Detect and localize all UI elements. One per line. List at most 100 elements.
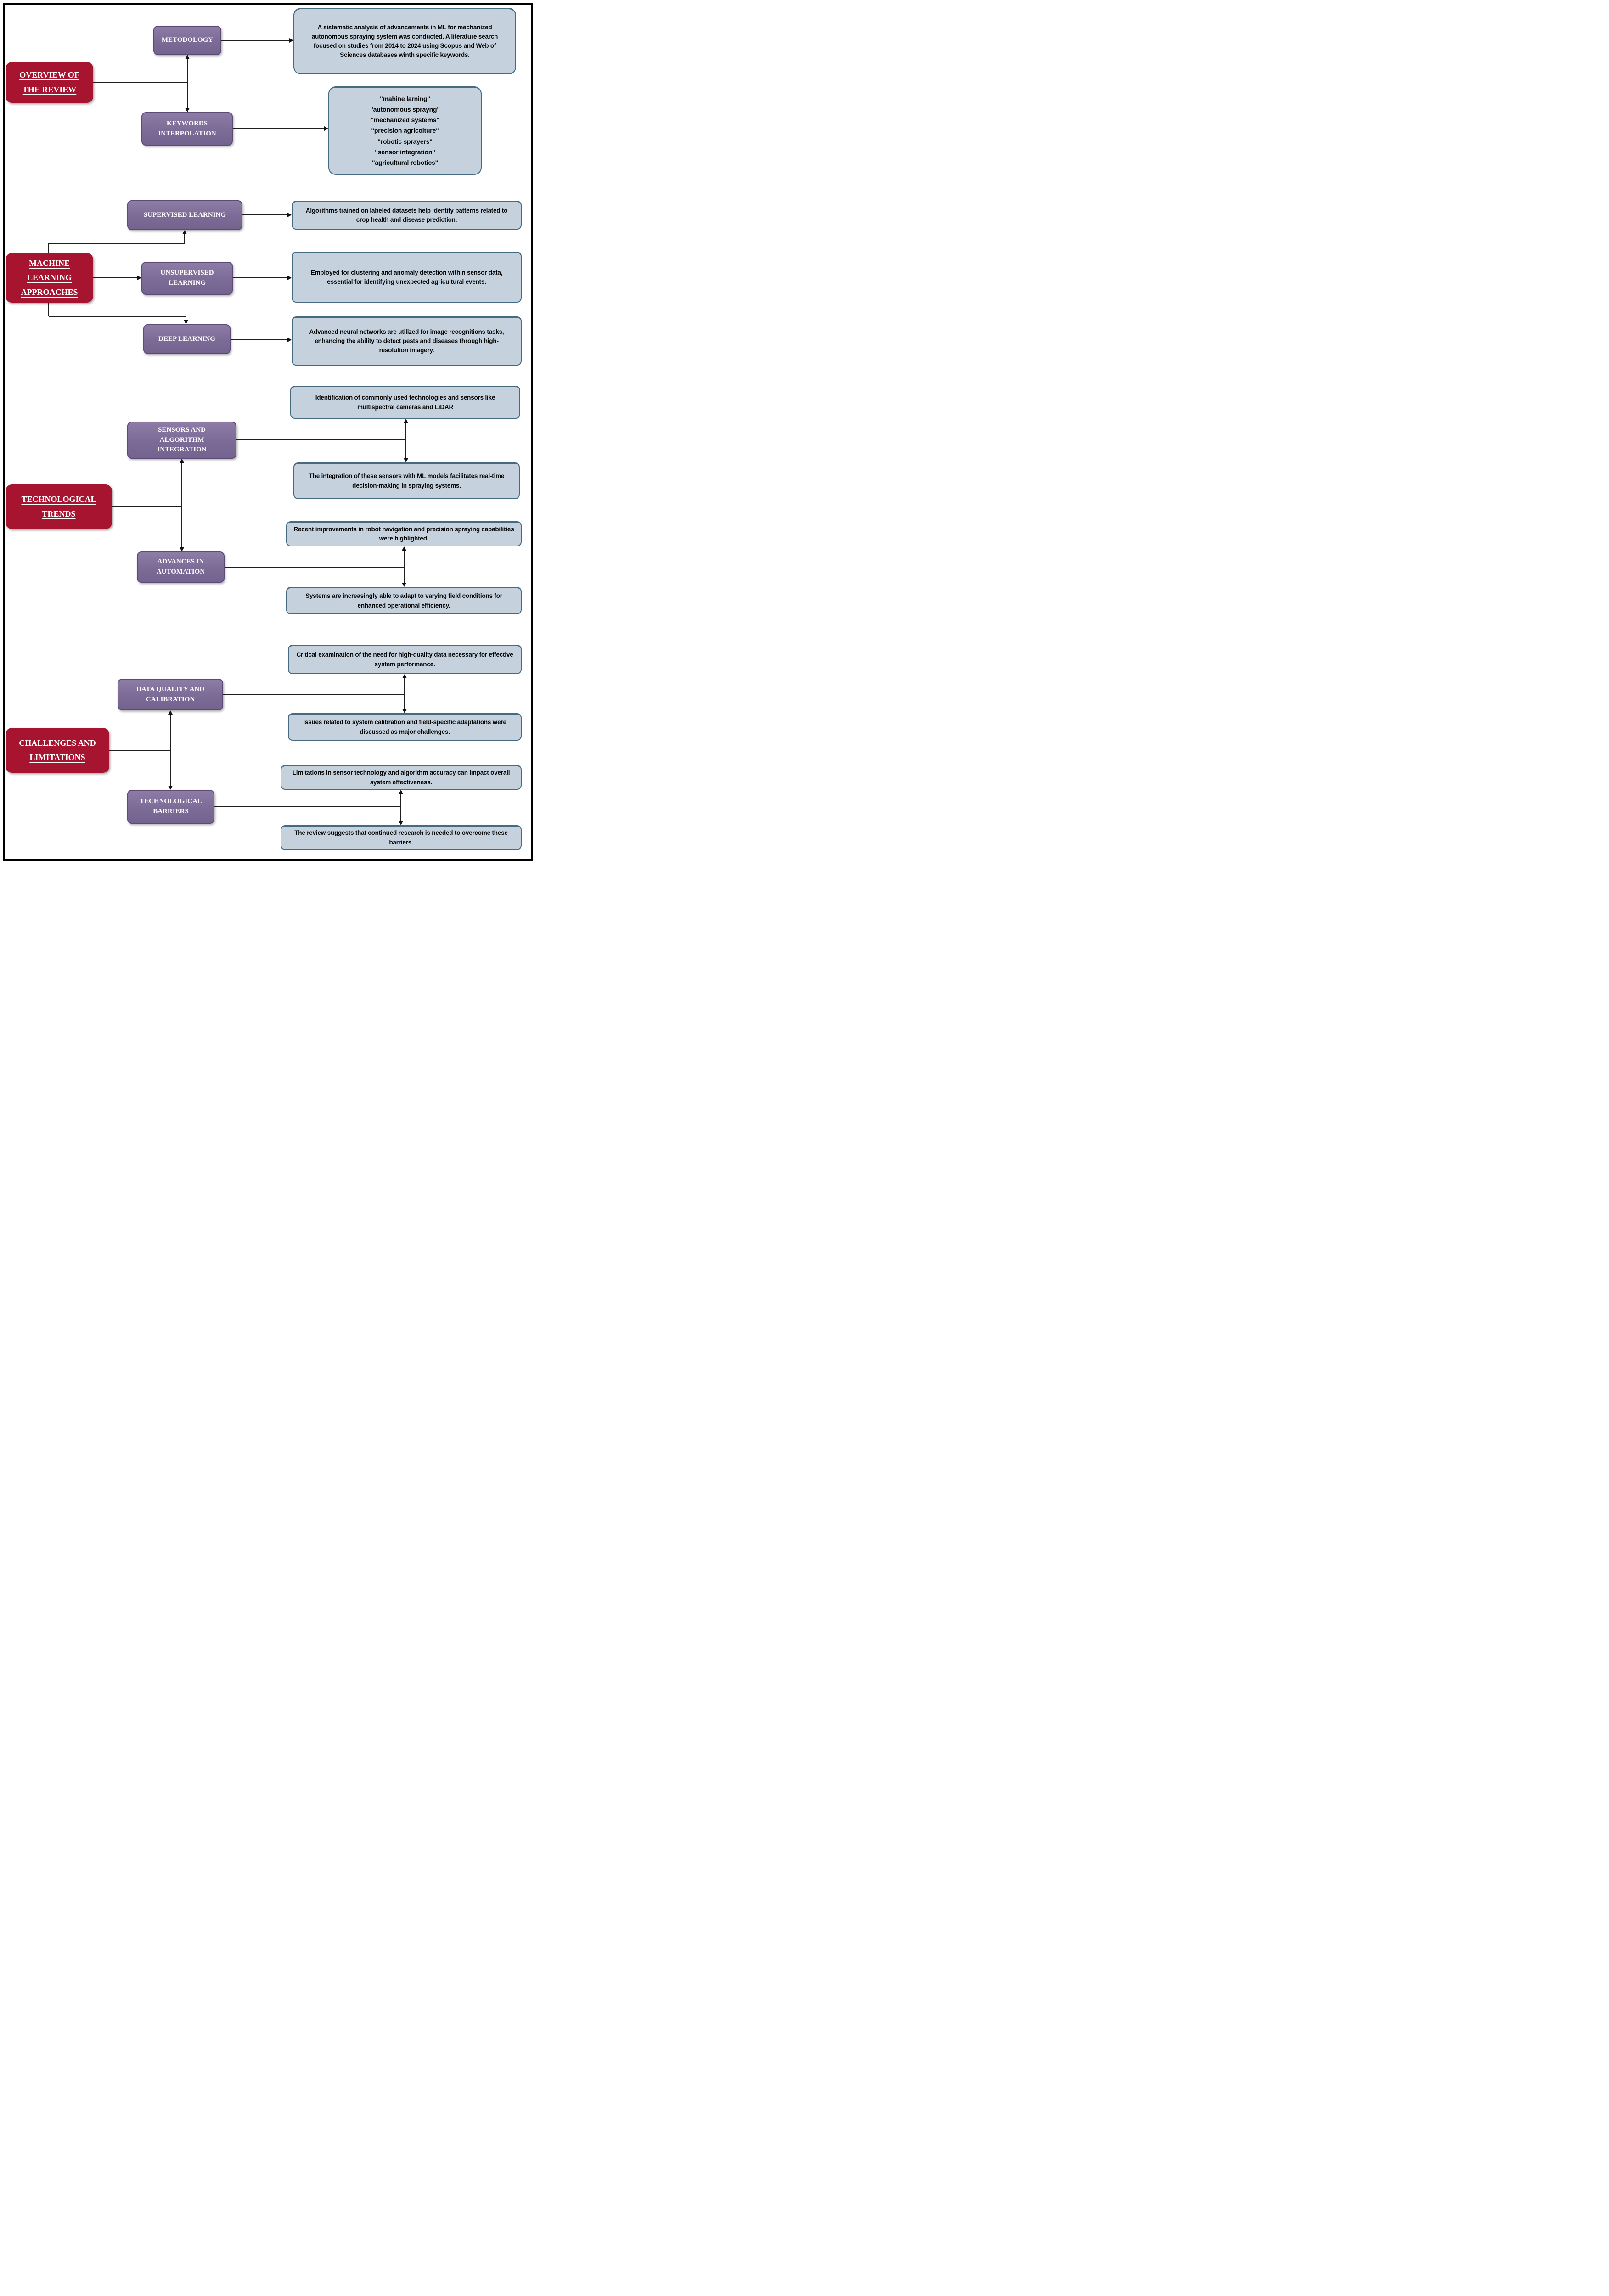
arrowhead-up [168, 710, 173, 715]
connector-line [48, 303, 49, 316]
arrowhead-right [287, 213, 292, 217]
note-text: Advanced neural networks are utilized fo… [309, 328, 504, 354]
arrowhead-right [287, 338, 292, 342]
connector-line [214, 806, 401, 807]
note-data-quality: Critical examination of the need for hig… [288, 645, 522, 674]
note-text: The review suggests that continued resea… [294, 829, 508, 846]
note-automation-adaptation: Systems are increasingly able to adapt t… [286, 587, 522, 614]
section-label: CHALLENGES AND LIMITATIONS [19, 738, 96, 762]
arrowhead-down [402, 583, 406, 587]
note-text: Identification of commonly used technolo… [315, 394, 495, 411]
connector-line [49, 316, 186, 317]
arrowhead-up [399, 790, 403, 794]
arrowhead-up [404, 419, 408, 423]
topic-unsupervised-learning: UNSUPERVISED LEARNING [141, 262, 233, 295]
topic-technological-barriers: TECHNOLOGICAL BARRIERS [127, 790, 214, 824]
arrowhead-down [180, 547, 184, 551]
note-continued-research: The review suggests that continued resea… [281, 825, 522, 850]
arrowhead-up [185, 55, 190, 59]
arrowhead-right [289, 38, 293, 43]
connector-line [93, 82, 187, 83]
arrowhead-right [137, 276, 141, 280]
note-sensors-identification: Identification of commonly used technolo… [290, 386, 520, 419]
connector-line [48, 243, 49, 253]
connector-line [231, 339, 288, 340]
note-text: A sistematic analysis of advancements in… [311, 23, 498, 59]
connector-line [233, 128, 325, 129]
section-challenges-and-limitations: CHALLENGES AND LIMITATIONS [6, 728, 109, 773]
connector-line [181, 462, 182, 548]
section-label: TECHNOLOGICAL TRENDS [21, 495, 96, 518]
topic-label: TECHNOLOGICAL BARRIERS [140, 798, 202, 815]
connector-line [112, 506, 182, 507]
connector-line [405, 422, 406, 459]
topic-deep-learning: DEEP LEARNING [143, 324, 231, 354]
connector-line [109, 750, 170, 751]
arrowhead-down [185, 108, 190, 112]
connector-line [236, 439, 406, 440]
topic-sensors-and-algorithm-integration: SENSORS AND ALGORITHM INTEGRATION [127, 422, 236, 459]
section-overview-of-the-review: OVERVIEW OF THE REVIEW [6, 62, 93, 103]
section-label: OVERVIEW OF THE REVIEW [19, 70, 79, 94]
note-barrier-limitations: Limitations in sensor technology and alg… [281, 765, 522, 790]
connector-line [233, 277, 288, 278]
arrowhead-up [402, 546, 406, 551]
note-sensors-integration: The integration of these sensors with ML… [293, 462, 520, 499]
note-text: Recent improvements in robot navigation … [293, 525, 514, 542]
flowchart-page: OVERVIEW OF THE REVIEW METODOLOGY KEYWOR… [0, 0, 536, 864]
note-text: The integration of these sensors with ML… [309, 473, 505, 489]
note-text: Systems are increasingly able to adapt t… [305, 592, 502, 609]
connector-line [49, 243, 185, 244]
arrowhead-down [404, 458, 408, 462]
connector-line [404, 678, 405, 709]
connector-line [404, 550, 405, 583]
arrowhead-up [180, 459, 184, 463]
topic-label: UNSUPERVISED LEARNING [160, 269, 214, 287]
topic-data-quality-and-calibration: DATA QUALITY AND CALIBRATION [118, 679, 223, 710]
note-unsupervised-learning: Employed for clustering and anomaly dete… [292, 252, 522, 303]
note-keywords-list: "mahine larning" "autonomous sprayng" "m… [328, 86, 482, 175]
note-text: Employed for clustering and anomaly dete… [310, 269, 503, 285]
topic-label: SENSORS AND ALGORITHM INTEGRATION [157, 426, 207, 454]
topic-label: SUPERVISED LEARNING [143, 211, 226, 219]
arrowhead-down [399, 821, 403, 825]
connector-line [223, 694, 405, 695]
connector-line [400, 793, 401, 822]
note-calibration-issues: Issues related to system calibration and… [288, 713, 522, 741]
note-text: Limitations in sensor technology and alg… [292, 769, 510, 786]
note-metodology: A sistematic analysis of advancements in… [293, 8, 516, 74]
note-deep-learning: Advanced neural networks are utilized fo… [292, 316, 522, 366]
arrowhead-right [287, 276, 292, 280]
topic-supervised-learning: SUPERVISED LEARNING [127, 200, 242, 230]
outer-frame [3, 3, 533, 861]
arrowhead-up [182, 230, 187, 234]
note-text: Algorithms trained on labeled datasets h… [305, 207, 508, 223]
topic-label: METODOLOGY [161, 36, 214, 44]
note-text: Issues related to system calibration and… [303, 719, 506, 735]
arrowhead-right [324, 126, 328, 131]
topic-advances-in-automation: ADVANCES IN AUTOMATION [137, 551, 225, 583]
note-automation-improvements: Recent improvements in robot navigation … [286, 521, 522, 546]
connector-line [187, 55, 188, 112]
topic-label: ADVANCES IN AUTOMATION [156, 558, 205, 575]
section-machine-learning-approaches: MACHINE LEARNING APPROACHES [6, 253, 93, 303]
arrowhead-down [402, 709, 407, 713]
connector-line [170, 714, 171, 787]
arrowhead-down [184, 320, 188, 324]
arrowhead-down [168, 786, 173, 790]
arrowhead-up [402, 674, 407, 678]
connector-line [221, 40, 290, 41]
topic-label: KEYWORDS INTERPOLATION [158, 119, 216, 137]
connector-line [242, 214, 288, 215]
note-text: Critical examination of the need for hig… [296, 651, 513, 668]
connector-line [225, 567, 404, 568]
topic-label: DATA QUALITY AND CALIBRATION [136, 685, 205, 703]
topic-keywords-interpolation: KEYWORDS INTERPOLATION [141, 112, 233, 146]
section-technological-trends: TECHNOLOGICAL TRENDS [6, 484, 112, 529]
section-label: MACHINE LEARNING APPROACHES [21, 258, 78, 297]
note-supervised-learning: Algorithms trained on labeled datasets h… [292, 201, 522, 230]
topic-label: DEEP LEARNING [158, 335, 215, 343]
topic-metodology: METODOLOGY [153, 26, 221, 55]
connector-line [184, 234, 185, 243]
note-text: "mahine larning" "autonomous sprayng" "m… [370, 95, 440, 166]
